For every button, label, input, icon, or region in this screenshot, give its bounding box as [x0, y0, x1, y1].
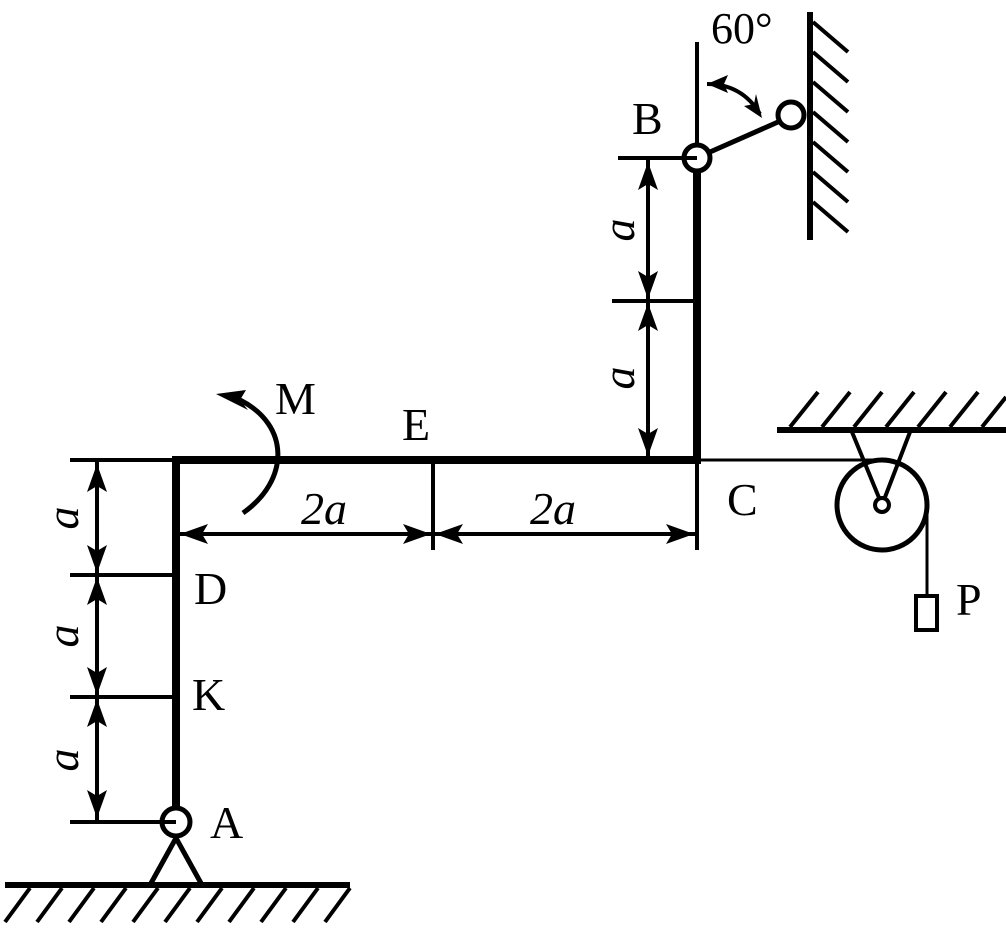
- label-k: K: [192, 669, 225, 720]
- horizontal-dimension-lines: [178, 460, 699, 550]
- pulley-axle: [873, 496, 891, 514]
- ground-support-a: [3, 832, 352, 924]
- dim-label-ad-upper: a: [37, 507, 88, 530]
- label-c: C: [727, 474, 758, 525]
- wall-support: [807, 12, 850, 240]
- right-dimension-arrows: [638, 162, 658, 456]
- pin-wall: [775, 99, 807, 131]
- left-dimension-lines: [70, 458, 176, 824]
- left-dimension-arrows: [87, 464, 107, 818]
- dim-label-de: 2a: [301, 483, 347, 534]
- right-dimension-lines: [612, 156, 697, 458]
- label-a: A: [210, 797, 243, 848]
- angle-label: 60°: [711, 4, 773, 53]
- angle-arc: [706, 75, 762, 118]
- weight-p: [914, 594, 939, 632]
- dim-label-bc-lower: a: [593, 367, 644, 390]
- label-d: D: [194, 563, 227, 614]
- moment-arrow: [216, 390, 281, 516]
- dim-label-ec: 2a: [530, 483, 576, 534]
- horizontal-dimension-arrows: [180, 524, 694, 544]
- label-e: E: [402, 399, 430, 450]
- dim-label-bc-upper: a: [593, 219, 644, 242]
- link-member: [708, 119, 780, 155]
- ceiling-support: [777, 390, 1006, 511]
- label-b: B: [632, 93, 663, 144]
- dim-label-ka: a: [37, 749, 88, 772]
- label-m: M: [275, 373, 316, 424]
- label-p: P: [956, 574, 982, 625]
- dim-label-dk: a: [37, 625, 88, 648]
